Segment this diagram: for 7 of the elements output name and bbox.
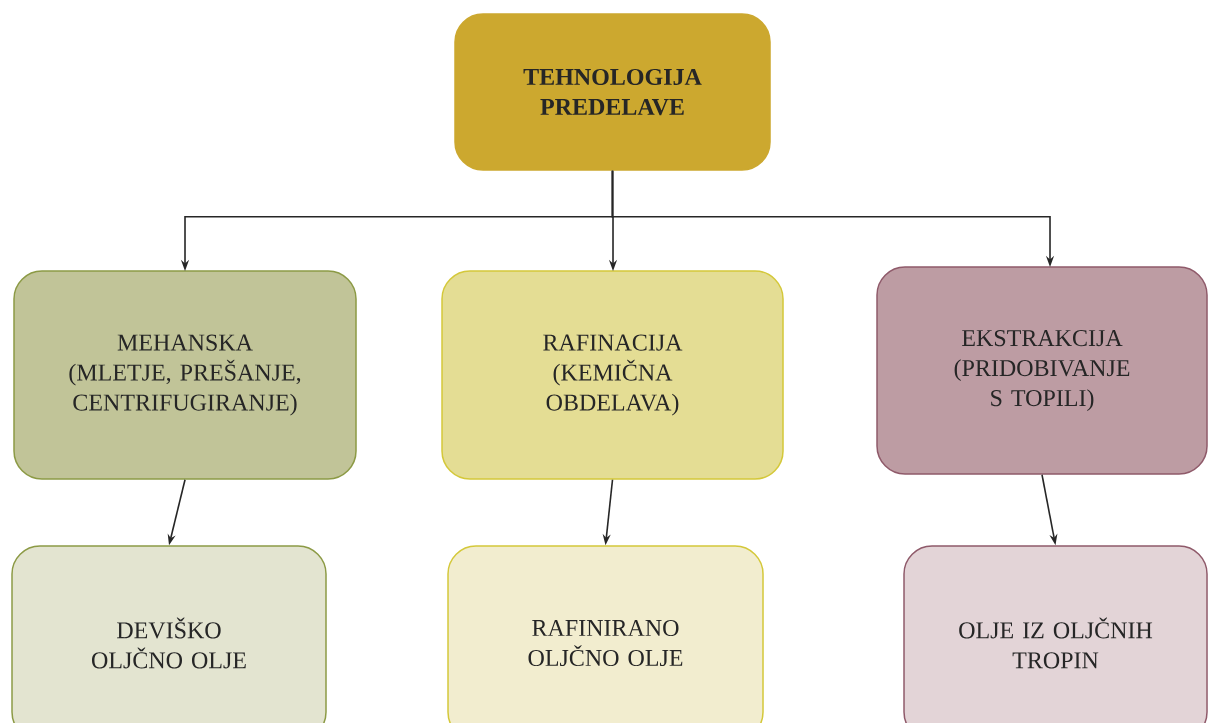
result-box: DEVIŠKO OLJČNO OLJE [11,545,327,723]
process-box: MEHANSKA (MLETJE, PREŠANJE, CENTRIFUGIRANJE) [13,270,357,480]
title-box: TEHNOLOGIJA PREDELAVE [454,13,771,171]
process-box: RAFINACIJA (KEMIČNA OBDELAVA) [441,270,784,480]
result-box: OLJE IZ OLJČNIH TROPIN [903,545,1208,723]
result-box: RAFINIRANO OLJČNO OLJE [447,545,764,723]
process-box: EKSTRAKCIJA (PRIDOBIVANJE S TOPILI) [876,266,1208,475]
